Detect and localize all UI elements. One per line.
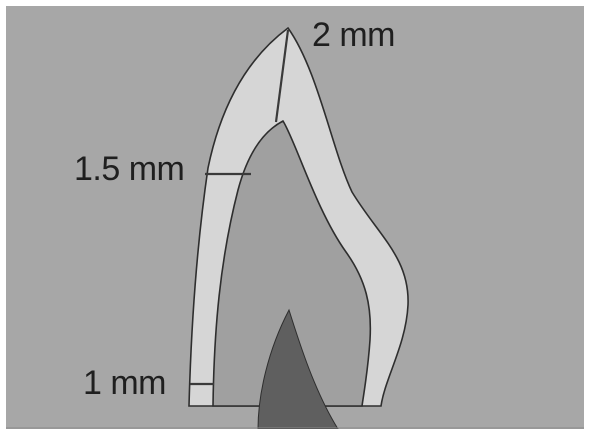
cervical-thickness-label: 1 mm — [83, 366, 166, 400]
labial-thickness-label: 1.5 mm — [74, 152, 184, 186]
incisal-thickness-label: 2 mm — [312, 18, 395, 52]
